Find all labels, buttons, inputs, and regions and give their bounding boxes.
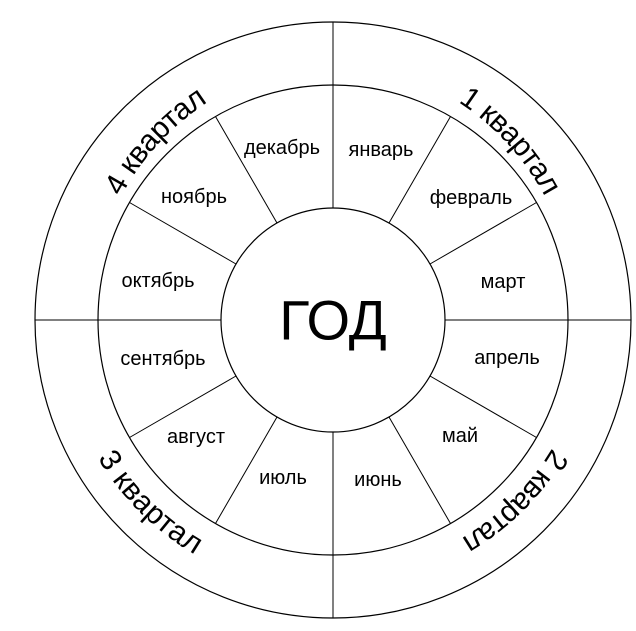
- month-divider: [129, 375, 237, 438]
- month-label-august: август: [167, 426, 225, 448]
- month-divider: [429, 202, 537, 265]
- month-label-june: июнь: [354, 469, 402, 491]
- quarter-label-3: 3 квартал: [92, 444, 209, 560]
- month-divider: [215, 116, 278, 224]
- month-divider: [429, 375, 537, 438]
- month-label-february: февраль: [430, 187, 513, 209]
- month-label-september: сентябрь: [120, 348, 205, 370]
- month-divider: [215, 416, 278, 524]
- month-divider: [388, 116, 451, 224]
- month-label-july: июль: [259, 467, 307, 489]
- quarter-label-2: 2 квартал: [457, 444, 574, 560]
- month-label-april: апрель: [474, 347, 540, 369]
- month-divider: [129, 202, 237, 265]
- month-label-january: январь: [349, 139, 414, 161]
- month-label-may: май: [442, 425, 478, 447]
- month-divider: [388, 416, 451, 524]
- quarter-label-4: 4 квартал: [98, 81, 211, 201]
- month-label-october: октябрь: [121, 270, 194, 292]
- month-label-march: март: [481, 271, 526, 293]
- quarter-label-1: 1 квартал: [454, 81, 567, 201]
- month-label-december: декабрь: [244, 137, 320, 159]
- year-label: ГОД: [279, 289, 386, 352]
- month-label-november: ноябрь: [161, 186, 227, 208]
